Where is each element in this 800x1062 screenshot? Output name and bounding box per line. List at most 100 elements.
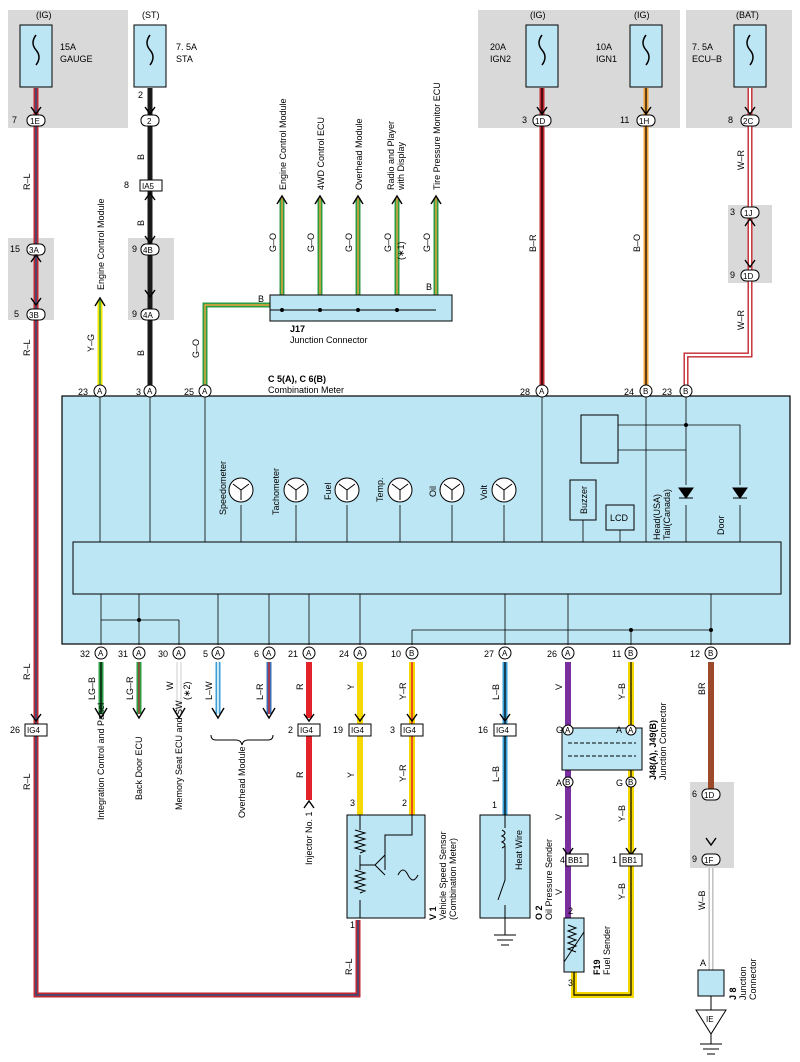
pin-label: 19 [333,725,343,735]
pin-label: 5 [203,649,208,659]
pin-a: A [98,649,104,658]
top-destinations: Engine Control Module Engine Control Mod… [96,82,442,290]
wire-label: Y [346,684,356,690]
pin-label: 2 [568,906,573,916]
wire-label: G–O [268,233,278,252]
pin-a: A [176,649,182,658]
vehicle-speed-sensor: 3 2 1 V 1 Vehicle Speed Sensor (Combinat… [346,798,458,930]
pin-label: 1 [492,800,497,810]
pin-a: A [202,387,208,396]
pin-a: A [147,387,153,396]
connector-1h: 1H [639,117,649,126]
dest-overhead-module: Overhead Module [354,118,364,190]
fuse-ign2-name: IGN2 [490,54,511,64]
connector-bb1: BB1 [568,856,584,865]
connector-1e: 1E [30,117,40,126]
pin-label: 8 [124,180,129,190]
fuse-ecub-name: ECU–B [692,54,722,64]
pin-b: B [643,387,648,396]
wire-label: R–L [22,173,32,190]
pin-a: A [357,649,363,658]
bottom-wire-labels: LG–B LG–R W (∗2) L–W L–R R R Y Y Y–R Y–R… [22,663,707,975]
top-connectors: 7 1E 2 2 8 IA5 15 3A 5 3B 9 4B 9 4A 3 1D… [10,90,760,321]
pin-a: A [700,958,706,968]
fuse-sta-name: STA [176,54,193,64]
wire-label: R–L [344,958,354,975]
wire-rl-gauge [33,88,361,998]
wire-label: Y–R [398,682,408,700]
wire-label: L–W [204,681,214,700]
pin-label: 15 [10,244,20,254]
j8-subname: Connector [748,958,758,1000]
pin-a: A [565,726,571,735]
gauge-icons [228,477,517,503]
pin-label: 9 [132,309,137,319]
pin-a: A [266,649,272,658]
wire-label: L–B [491,684,501,700]
wire-label: V [554,814,564,820]
gauge-labels: Speedometer Tachometer Fuel Temp. Oil Vo… [218,461,489,515]
combination-meter: C 5(A), C 6(B) Combination Meter [61,374,791,645]
wires-go-j17 [279,198,439,295]
gauge-fuel: Fuel [323,482,333,500]
wire-label: W [165,681,175,690]
connector-ig4: IG4 [27,726,40,735]
led-icon [732,487,748,499]
heat-wire-label: Heat Wire [514,830,524,870]
f19-id: F19 [592,959,602,975]
connector-2c: 2C [743,117,753,126]
resistor-icon [353,829,367,854]
pin-g: G [556,725,563,735]
wire-label: Y–G [86,334,96,352]
pin-label: 2 [402,798,407,808]
connector-ig4: IG4 [496,726,509,735]
wire-label: G–O [306,233,316,252]
wire-label: BR [697,682,707,695]
variable-resistor-icon [563,924,585,963]
buzzer-label: Buzzer [579,486,589,514]
j17-name: Junction Connector [290,335,368,345]
wire-label: B [136,350,146,356]
connector-1j: 1J [744,209,752,218]
meter-internals [99,397,741,645]
connector-3b: 3B [29,311,39,320]
wire-label: R–L [22,773,32,790]
connector-1d: 1D [535,117,545,126]
bottom-wires [98,662,714,998]
pin-a: A [306,649,312,658]
pin-b: B [565,778,570,787]
fuse-gauge-source: (IG) [36,10,52,20]
j48-name: Junction Connector [658,702,668,780]
wire-label: B–R [528,234,538,252]
fuse-ecub-icon [746,34,754,66]
wire-label: R [295,683,305,690]
pin-label: 3 [350,798,355,808]
wire-label: G–O [422,233,432,252]
pin-a: A [556,778,562,788]
pin-label: 6 [692,789,697,799]
fuse-gauge-name: GAUGE [60,54,93,64]
fuse-sta-icon [146,34,154,66]
pin-b: B [409,649,414,658]
dest-4wd-ecu: 4WD Control ECU [316,117,326,190]
bottom-destinations: Integration Control and Panel Back Door … [96,700,314,865]
led-icon [678,487,694,499]
tail-canada-label: Tail(Canada) [662,489,672,540]
note-2: (∗2) [182,681,192,700]
meter-indicators: Buzzer LCD Head(USA) Tail(Canada) Door [569,414,748,540]
connector-ig4: IG4 [300,726,313,735]
o2-id: O 2 [534,905,544,920]
dest-memory-seat: Memory Seat ECU and SW [174,700,184,810]
wire-label: B [136,154,146,160]
wire-label: Y–B [617,883,627,900]
pin-label: 9 [692,854,697,864]
dest-icp: Integration Control and Panel [96,703,106,820]
pin-b: B [628,778,633,787]
dest-engine-control-module: Engine Control Module [96,198,106,290]
ground-label: IE [706,1015,714,1024]
connector-2: 2 [147,117,152,126]
pin-b: B [708,649,713,658]
pin-label: 26 [547,649,557,659]
